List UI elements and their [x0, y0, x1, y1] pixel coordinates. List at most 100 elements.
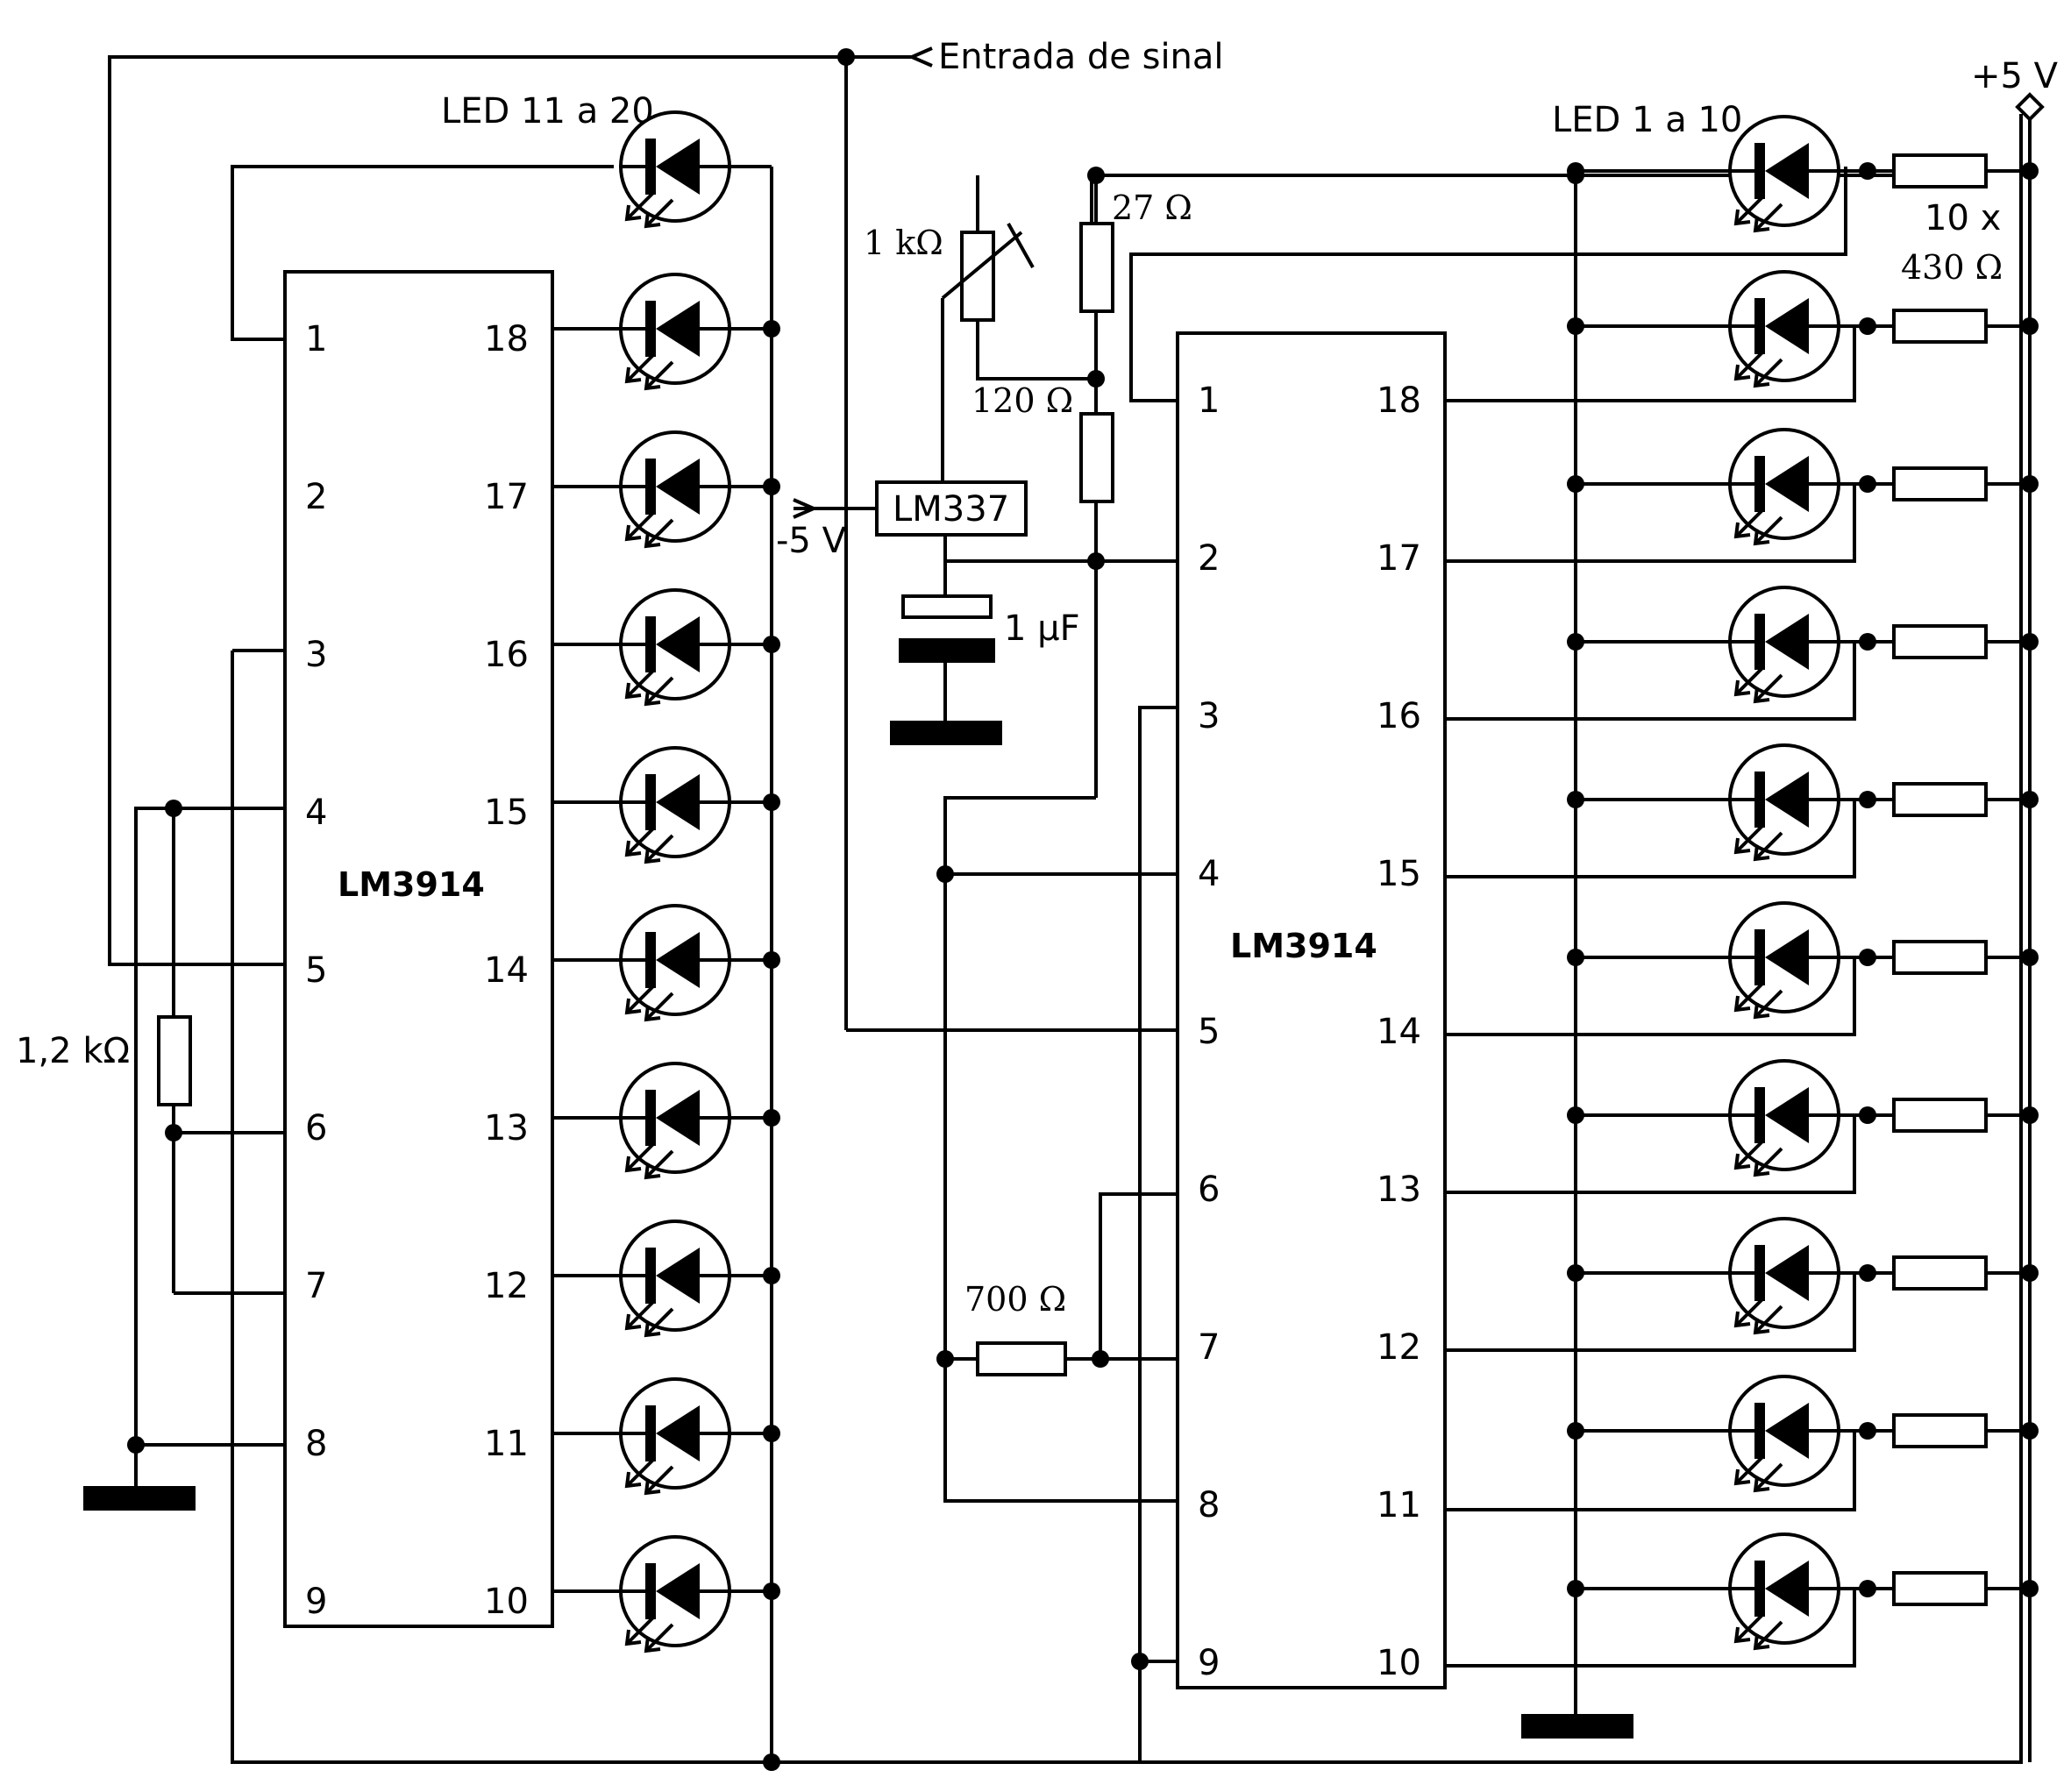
pin-number: 17: [1377, 538, 1421, 579]
node-r700-left: [936, 1350, 954, 1368]
resistor-430: [1892, 782, 1988, 817]
node-led-anode: [1859, 162, 1876, 180]
diamond-terminal-icon: [2015, 92, 2045, 122]
led-icon: [1728, 428, 1840, 546]
led-icon: [1728, 270, 1840, 388]
node-supply: [2021, 633, 2039, 651]
left-led-column: [552, 110, 780, 1653]
pin-number: 6: [305, 1108, 327, 1148]
pin-number: 7: [305, 1266, 327, 1306]
pin-number: 15: [1377, 854, 1421, 894]
pin-number: 15: [484, 793, 529, 833]
signal-wire-top: [108, 55, 912, 966]
led-icon: [1728, 1217, 1840, 1335]
led-icon: [619, 746, 731, 864]
r-27-label: 27 Ω: [1112, 188, 1192, 227]
resistor-430: [1892, 940, 1988, 975]
pin-number: 18: [1377, 380, 1421, 421]
trim-arrow-line: [941, 231, 1023, 300]
node-supply: [2021, 317, 2039, 335]
pin-number: 12: [484, 1266, 529, 1306]
resistor-700: [976, 1341, 1067, 1376]
regulator-box: [875, 480, 1028, 537]
pin-number: 16: [1377, 696, 1421, 736]
resistor-120: [1079, 412, 1114, 503]
pin-number: 14: [484, 950, 529, 991]
node-right-bus: [1567, 791, 1584, 808]
pin-number: 9: [1198, 1643, 1220, 1683]
signal-input-label: Entrada de sinal: [938, 37, 1224, 77]
right-chip-pins-right: 18 17 16 15 14 13 12 11 10: [1377, 380, 1421, 1683]
right-chip-to-led: [1445, 1589, 1856, 1668]
led-icon: [1728, 1059, 1840, 1177]
resistor-430: [1892, 153, 1988, 188]
right-chip-body: [1176, 331, 1447, 1689]
node-led-anode: [1859, 791, 1876, 808]
pin-number: 14: [1377, 1012, 1421, 1052]
right-chip-to-led: [1445, 1431, 1856, 1511]
node-right-bus: [1567, 317, 1584, 335]
capacitor-plate-top: [901, 594, 993, 619]
left-pin4-wire: [134, 807, 285, 1438]
pin-number: 13: [484, 1108, 529, 1148]
pin-number: 10: [484, 1582, 529, 1622]
node-led-anode: [1859, 1580, 1876, 1597]
pin-number: 4: [1198, 854, 1220, 894]
pin-number: 18: [484, 319, 529, 359]
node-bottom-left-bus: [763, 1753, 780, 1771]
pin-number: 5: [305, 950, 327, 991]
led-icon: [1728, 743, 1840, 862]
resistor-27: [1079, 222, 1114, 313]
node-supply: [2021, 1106, 2039, 1124]
node-supply: [2021, 1264, 2039, 1282]
neg-supply-label: -5 V: [776, 521, 847, 561]
node-right-bus: [1567, 1580, 1584, 1597]
signal-arrow: [907, 46, 933, 68]
pin-number: 8: [305, 1424, 327, 1464]
pin-number: 1: [305, 319, 327, 359]
node-right-bus: [1567, 1422, 1584, 1440]
pin-number: 4: [305, 793, 327, 833]
leds-right-label: LED 1 a 10: [1552, 100, 1742, 140]
pin-number: 11: [484, 1424, 529, 1464]
node-right-pin4: [936, 865, 954, 883]
pin-number: 2: [1198, 538, 1220, 579]
led-icon: [619, 588, 731, 707]
resistor-1-2k: [157, 1015, 192, 1106]
led-icon: [619, 1220, 731, 1338]
pin-number: 2: [305, 477, 327, 517]
node-supply: [2021, 1422, 2039, 1440]
node-right-bus: [1567, 162, 1584, 180]
ground-icon: [890, 721, 1002, 745]
node-led-anode: [1859, 1264, 1876, 1282]
supply-label: +5 V: [1971, 56, 2059, 96]
neg-supply-arrow: [793, 498, 819, 519]
right-pin4-8-wire: [943, 796, 1178, 1503]
resistor-430: [1892, 1098, 1988, 1133]
pin-number: 12: [1377, 1327, 1421, 1368]
node-supply: [2021, 475, 2039, 493]
capacitor-plate-bot: [899, 638, 995, 663]
r-1-2k-label: 1,2 kΩ: [16, 1031, 130, 1071]
led-icon: [1728, 115, 1840, 233]
led-icon: [1728, 586, 1840, 704]
right-pin1-wire: [1129, 167, 1847, 402]
pin-number: 13: [1377, 1170, 1421, 1210]
pin-number: 10: [1377, 1643, 1421, 1683]
r-120-label: 120 Ω: [971, 381, 1073, 420]
node-left-pin6: [165, 1124, 182, 1141]
led-icon: [619, 273, 731, 391]
pin-number: 5: [1198, 1012, 1220, 1052]
pin-number: 3: [305, 635, 327, 675]
resistor-430: [1892, 1255, 1988, 1291]
right-chip-to-led: [1445, 957, 1856, 1036]
ground-icon: [83, 1486, 196, 1511]
led-icon: [1728, 1375, 1840, 1493]
pin-number: 17: [484, 477, 529, 517]
right-chip-to-led: [1445, 800, 1856, 878]
pin-number: 11: [1377, 1485, 1421, 1525]
bottom-return-wire: [231, 114, 2023, 1764]
ground-icon: [1521, 1714, 1633, 1739]
node-supply: [2021, 949, 2039, 966]
pin-number: 1: [1198, 380, 1220, 421]
